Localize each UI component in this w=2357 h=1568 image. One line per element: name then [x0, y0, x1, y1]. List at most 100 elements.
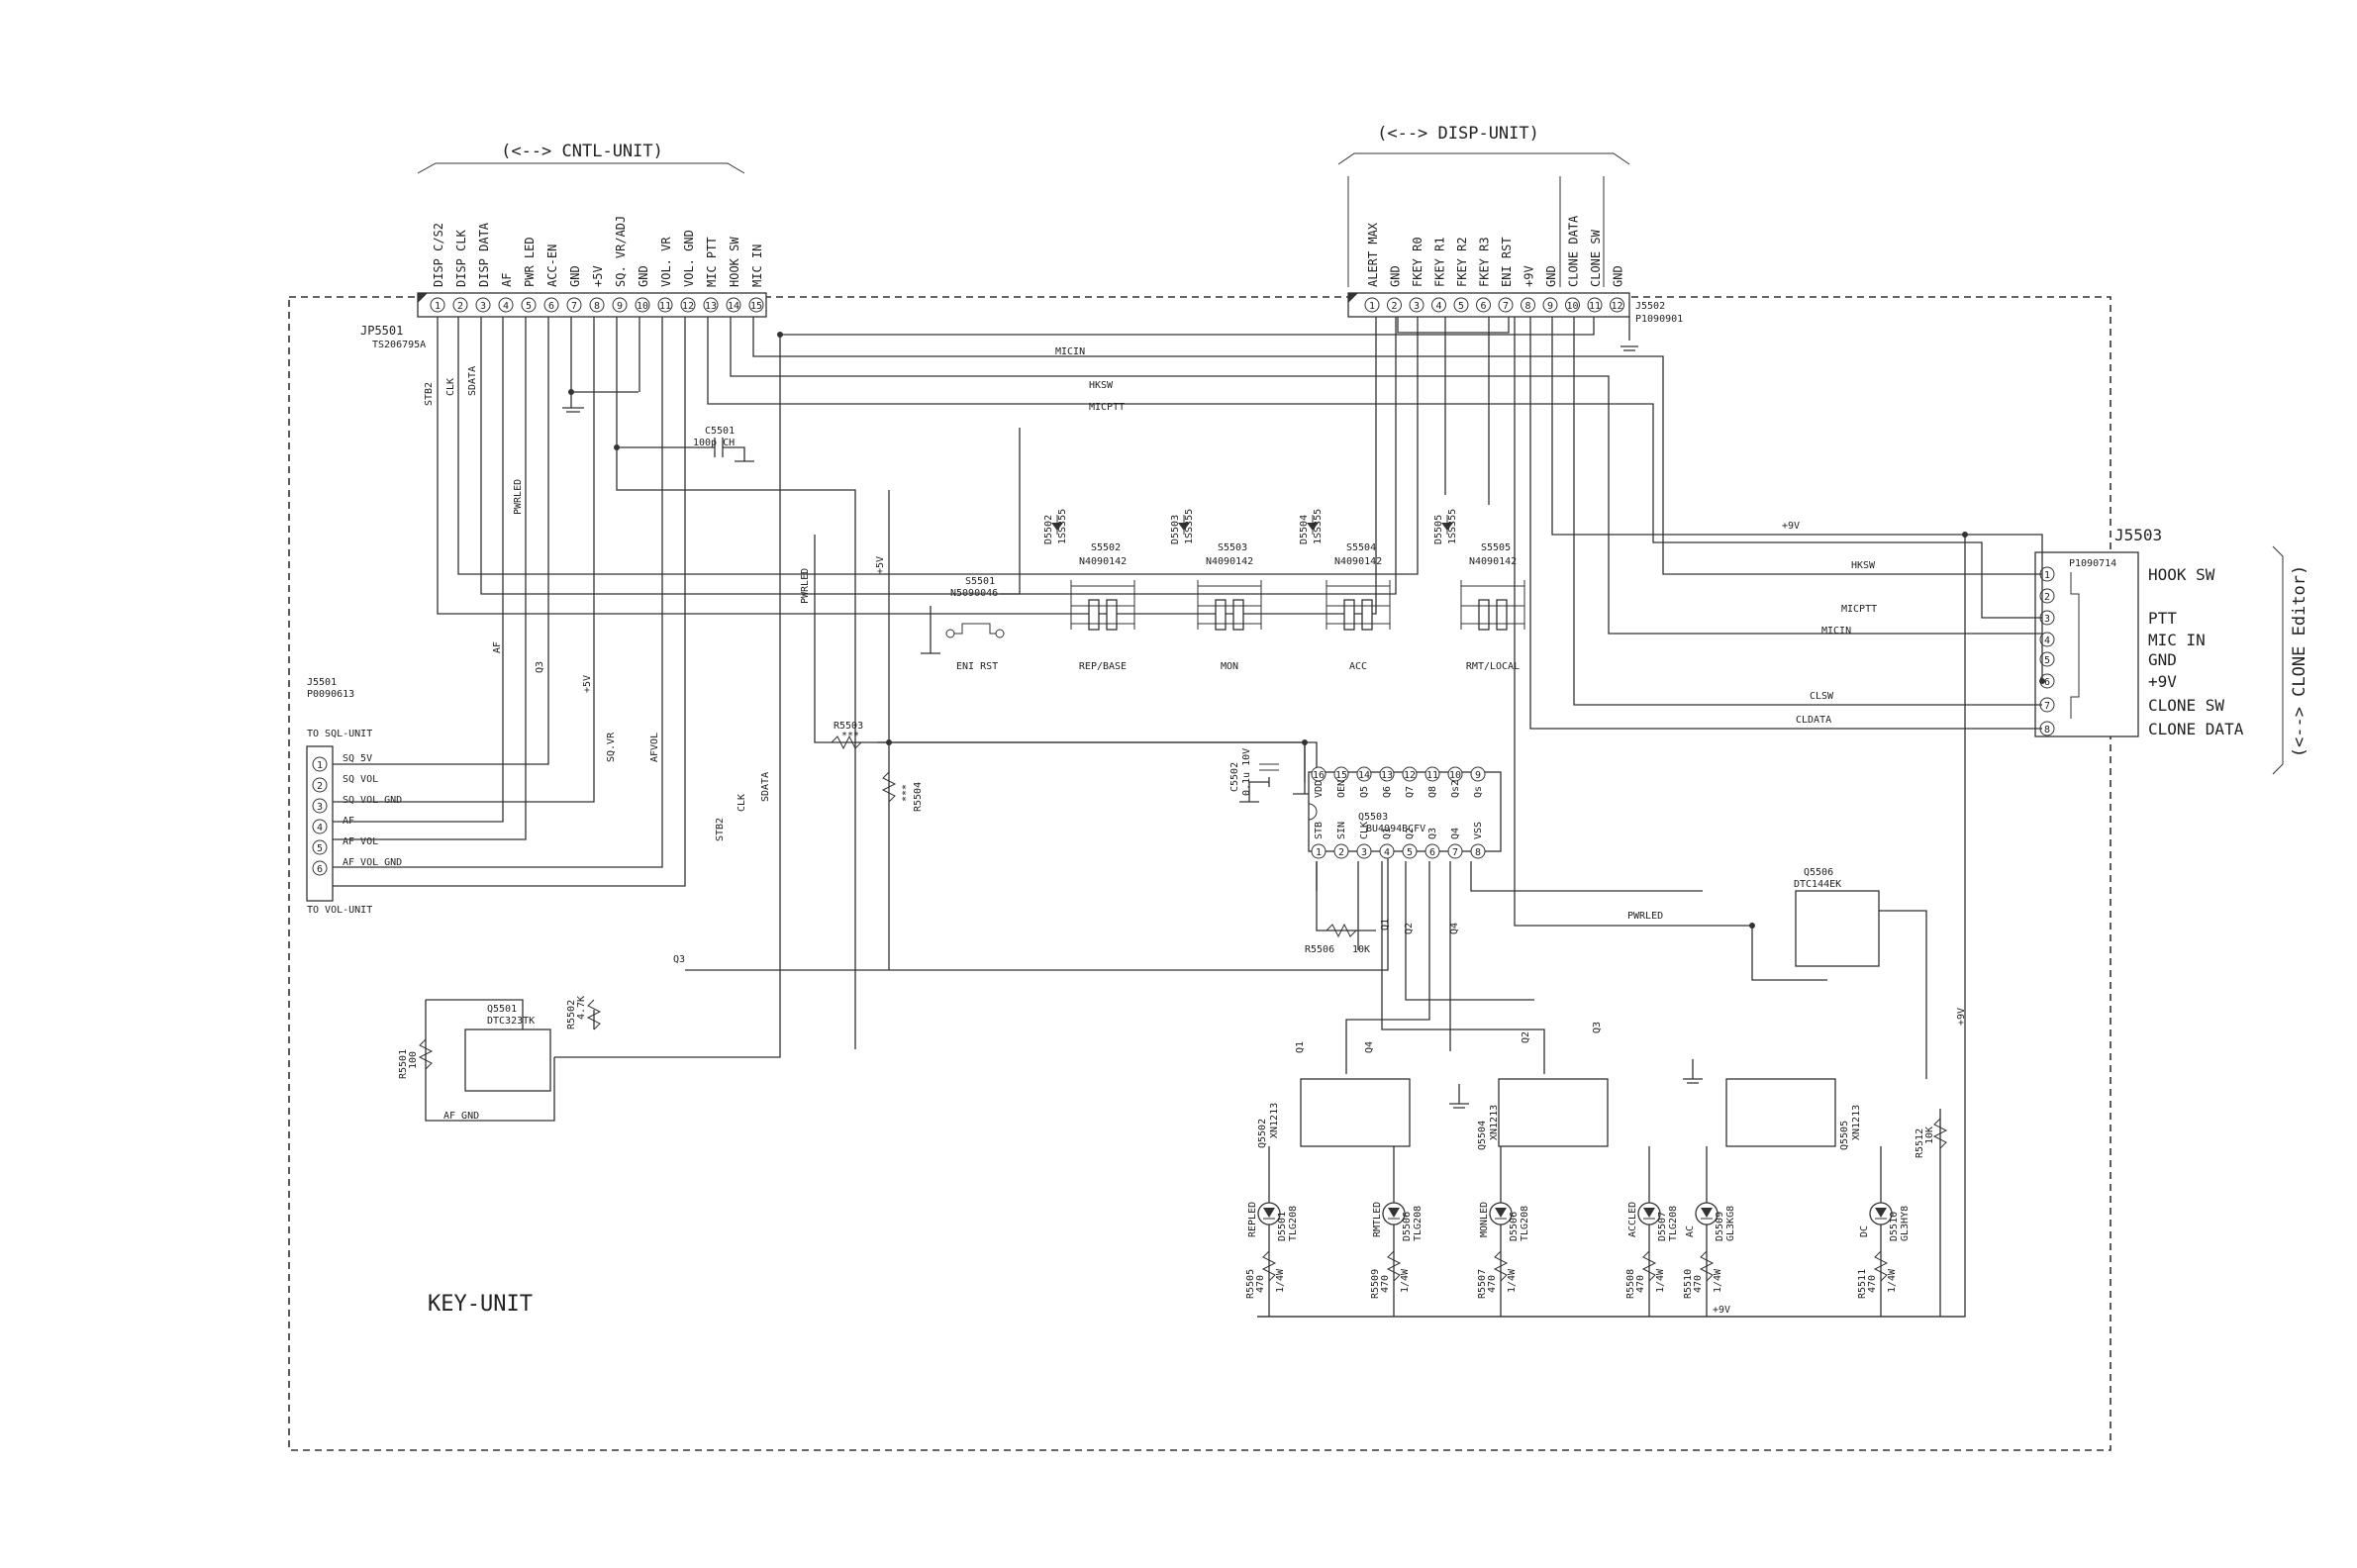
- q5503-bottom-pin-name: VSS: [1473, 822, 1484, 839]
- net-pwrled-left: PWRLED: [513, 479, 524, 515]
- led-resistor-val: 470: [1635, 1275, 1646, 1293]
- j5501-pin-label: SQ 5V: [343, 753, 372, 764]
- j5501-pin-label: AF VOL GND: [343, 857, 402, 868]
- j5501-pin-num: 4: [317, 823, 323, 833]
- q5503-top-pin: [1402, 766, 1418, 782]
- j5501-pin-1: [312, 756, 328, 772]
- led-resistor-ref: R5507: [1477, 1269, 1488, 1299]
- j5502-pin-label: FKEY R0: [1411, 237, 1424, 287]
- j5502-pin-2: [1387, 297, 1402, 313]
- r5503-ref: R5503: [834, 721, 863, 732]
- j5501-connector: J5501 P0090613 TO SQL-UNIT TO VOL-UNIT 1…: [306, 677, 402, 916]
- j5503-pin-num: 7: [2044, 701, 2050, 712]
- j5502-pin-4: [1431, 297, 1446, 313]
- q5503-bottom-pin-num: 1: [1316, 847, 1322, 858]
- jp5501-pin-6: [543, 297, 559, 313]
- c5502-val: 0.1u 10V: [1241, 748, 1252, 796]
- jp5501-pin-num: 1: [435, 301, 441, 312]
- d5504-part: 1SS355: [1313, 509, 1324, 544]
- led-resistor-ref: R5511: [1857, 1269, 1868, 1299]
- jp5501-pin-num: 9: [617, 301, 623, 312]
- j5502-pin-9: [1542, 297, 1558, 313]
- j5503-pin-4: [2039, 632, 2055, 647]
- q5503-bottom-pin: [1470, 843, 1486, 859]
- jp5501-pin-1: [430, 297, 445, 313]
- jp5501-pin-label: VOL. VR: [659, 237, 673, 287]
- d5505-part: 1SS355: [1447, 509, 1458, 544]
- r5503-val: ***: [841, 731, 859, 741]
- led-ref: D5510: [1889, 1212, 1900, 1241]
- s5505-name: RMT/LOCAL: [1466, 661, 1520, 672]
- led-name: REPLED: [1247, 1202, 1258, 1237]
- j5503-part: P1090714: [2069, 558, 2116, 569]
- q5503-top-pin-num: 16: [1313, 770, 1325, 781]
- q5503-bottom-pin: [1424, 843, 1440, 859]
- r5502-resistor: R5502 4.7K: [566, 996, 602, 1030]
- q5501-ref: Q5501: [487, 1004, 517, 1015]
- q5503-bottom-pin-num: 3: [1361, 847, 1367, 858]
- q5503-bottom-pin-num: 7: [1452, 847, 1458, 858]
- q5504-package: [1498, 1078, 1609, 1147]
- q5502-part: XN1213: [1269, 1103, 1280, 1138]
- j5501-pin-label: SQ VOL GND: [343, 795, 402, 806]
- j5502-pin-label: GND: [1544, 265, 1558, 287]
- j5502-pin-label: FKEY R2: [1455, 237, 1469, 287]
- jp5501-pin-num: 14: [728, 301, 739, 312]
- q5503-top-pin-name: Q8: [1427, 786, 1438, 798]
- jp5501-pin-label: DISP CLK: [454, 229, 468, 287]
- net-micin-right: MICIN: [1821, 626, 1851, 637]
- q5501-package: [464, 1029, 551, 1092]
- led-part: TLG208: [1668, 1206, 1679, 1241]
- s5505-ref: S5505: [1481, 542, 1511, 553]
- q5503-bottom-pin-num: 8: [1475, 847, 1481, 858]
- j5501-ref: J5501: [307, 677, 337, 688]
- q5503-bottom-pin-name: STB: [1314, 822, 1325, 839]
- q5503-top-pin: [1424, 766, 1440, 782]
- net-stb2-mid: STB2: [715, 818, 726, 841]
- jp5501-pin-3: [475, 297, 491, 313]
- q5503-top-pin-num: 12: [1404, 770, 1416, 781]
- q5503-top-pin: [1470, 766, 1486, 782]
- jp5501-pin-num: 10: [637, 301, 648, 312]
- component-labels: C5501 100p CH S5501 N5090046 ENI RST S55…: [398, 426, 1948, 1299]
- q5503-bottom-pin-num: 4: [1384, 847, 1390, 858]
- s5501-part: N5090046: [950, 588, 998, 599]
- jp5501-pin-label: ACC-EN: [545, 245, 559, 287]
- j5502-pin-6: [1476, 297, 1491, 313]
- jp5501-pin-label: DISP C/S2: [432, 223, 445, 287]
- q5506-ref: Q5506: [1804, 867, 1833, 878]
- q5503-top-pin-name: OEN: [1336, 780, 1347, 798]
- led-resistor-ref: R5509: [1370, 1269, 1381, 1299]
- jp5501-pin-2: [452, 297, 468, 313]
- j5501-pin-4: [312, 819, 328, 834]
- disp-unit-title: (<--> DISP-UNIT): [1377, 124, 1539, 144]
- net-af-left: AF: [492, 641, 503, 653]
- net-micptt-right: MICPTT: [1841, 604, 1877, 615]
- led-part: TLG208: [1288, 1206, 1299, 1241]
- j5503-pin-label: CLONE DATA: [2148, 720, 2244, 738]
- net-afgnd: AF GND: [443, 1111, 479, 1122]
- net-q1: Q1: [1380, 919, 1391, 931]
- jp5501-pin-label: DISP DATA: [477, 222, 491, 287]
- q5503-bottom-pin: [1333, 843, 1349, 859]
- led-ref: D5501: [1277, 1212, 1288, 1241]
- jp5501-pin-num: 6: [548, 301, 554, 312]
- d5502-part: 1SS355: [1057, 509, 1068, 544]
- j5502-pin-num: 4: [1435, 301, 1441, 312]
- led-name: MONLED: [1479, 1202, 1490, 1237]
- d5505-ref: D5505: [1433, 515, 1444, 544]
- q5503-bottom-pin-name: Q3: [1427, 828, 1438, 839]
- led-part: TLG208: [1413, 1206, 1424, 1241]
- q5503-bottom-pin-name: CLK: [1359, 822, 1370, 839]
- q5503-bottom-pin-name: SIN: [1336, 822, 1347, 839]
- jp5501-pin-label: +5V: [591, 265, 605, 287]
- net-q3-array: Q3: [1592, 1022, 1603, 1033]
- d5504-ref: D5504: [1299, 515, 1310, 544]
- j5502-ref: J5502: [1635, 301, 1665, 312]
- led-ref: D5509: [1715, 1212, 1725, 1241]
- r5506-resistor: R5506 10K: [1305, 923, 1370, 955]
